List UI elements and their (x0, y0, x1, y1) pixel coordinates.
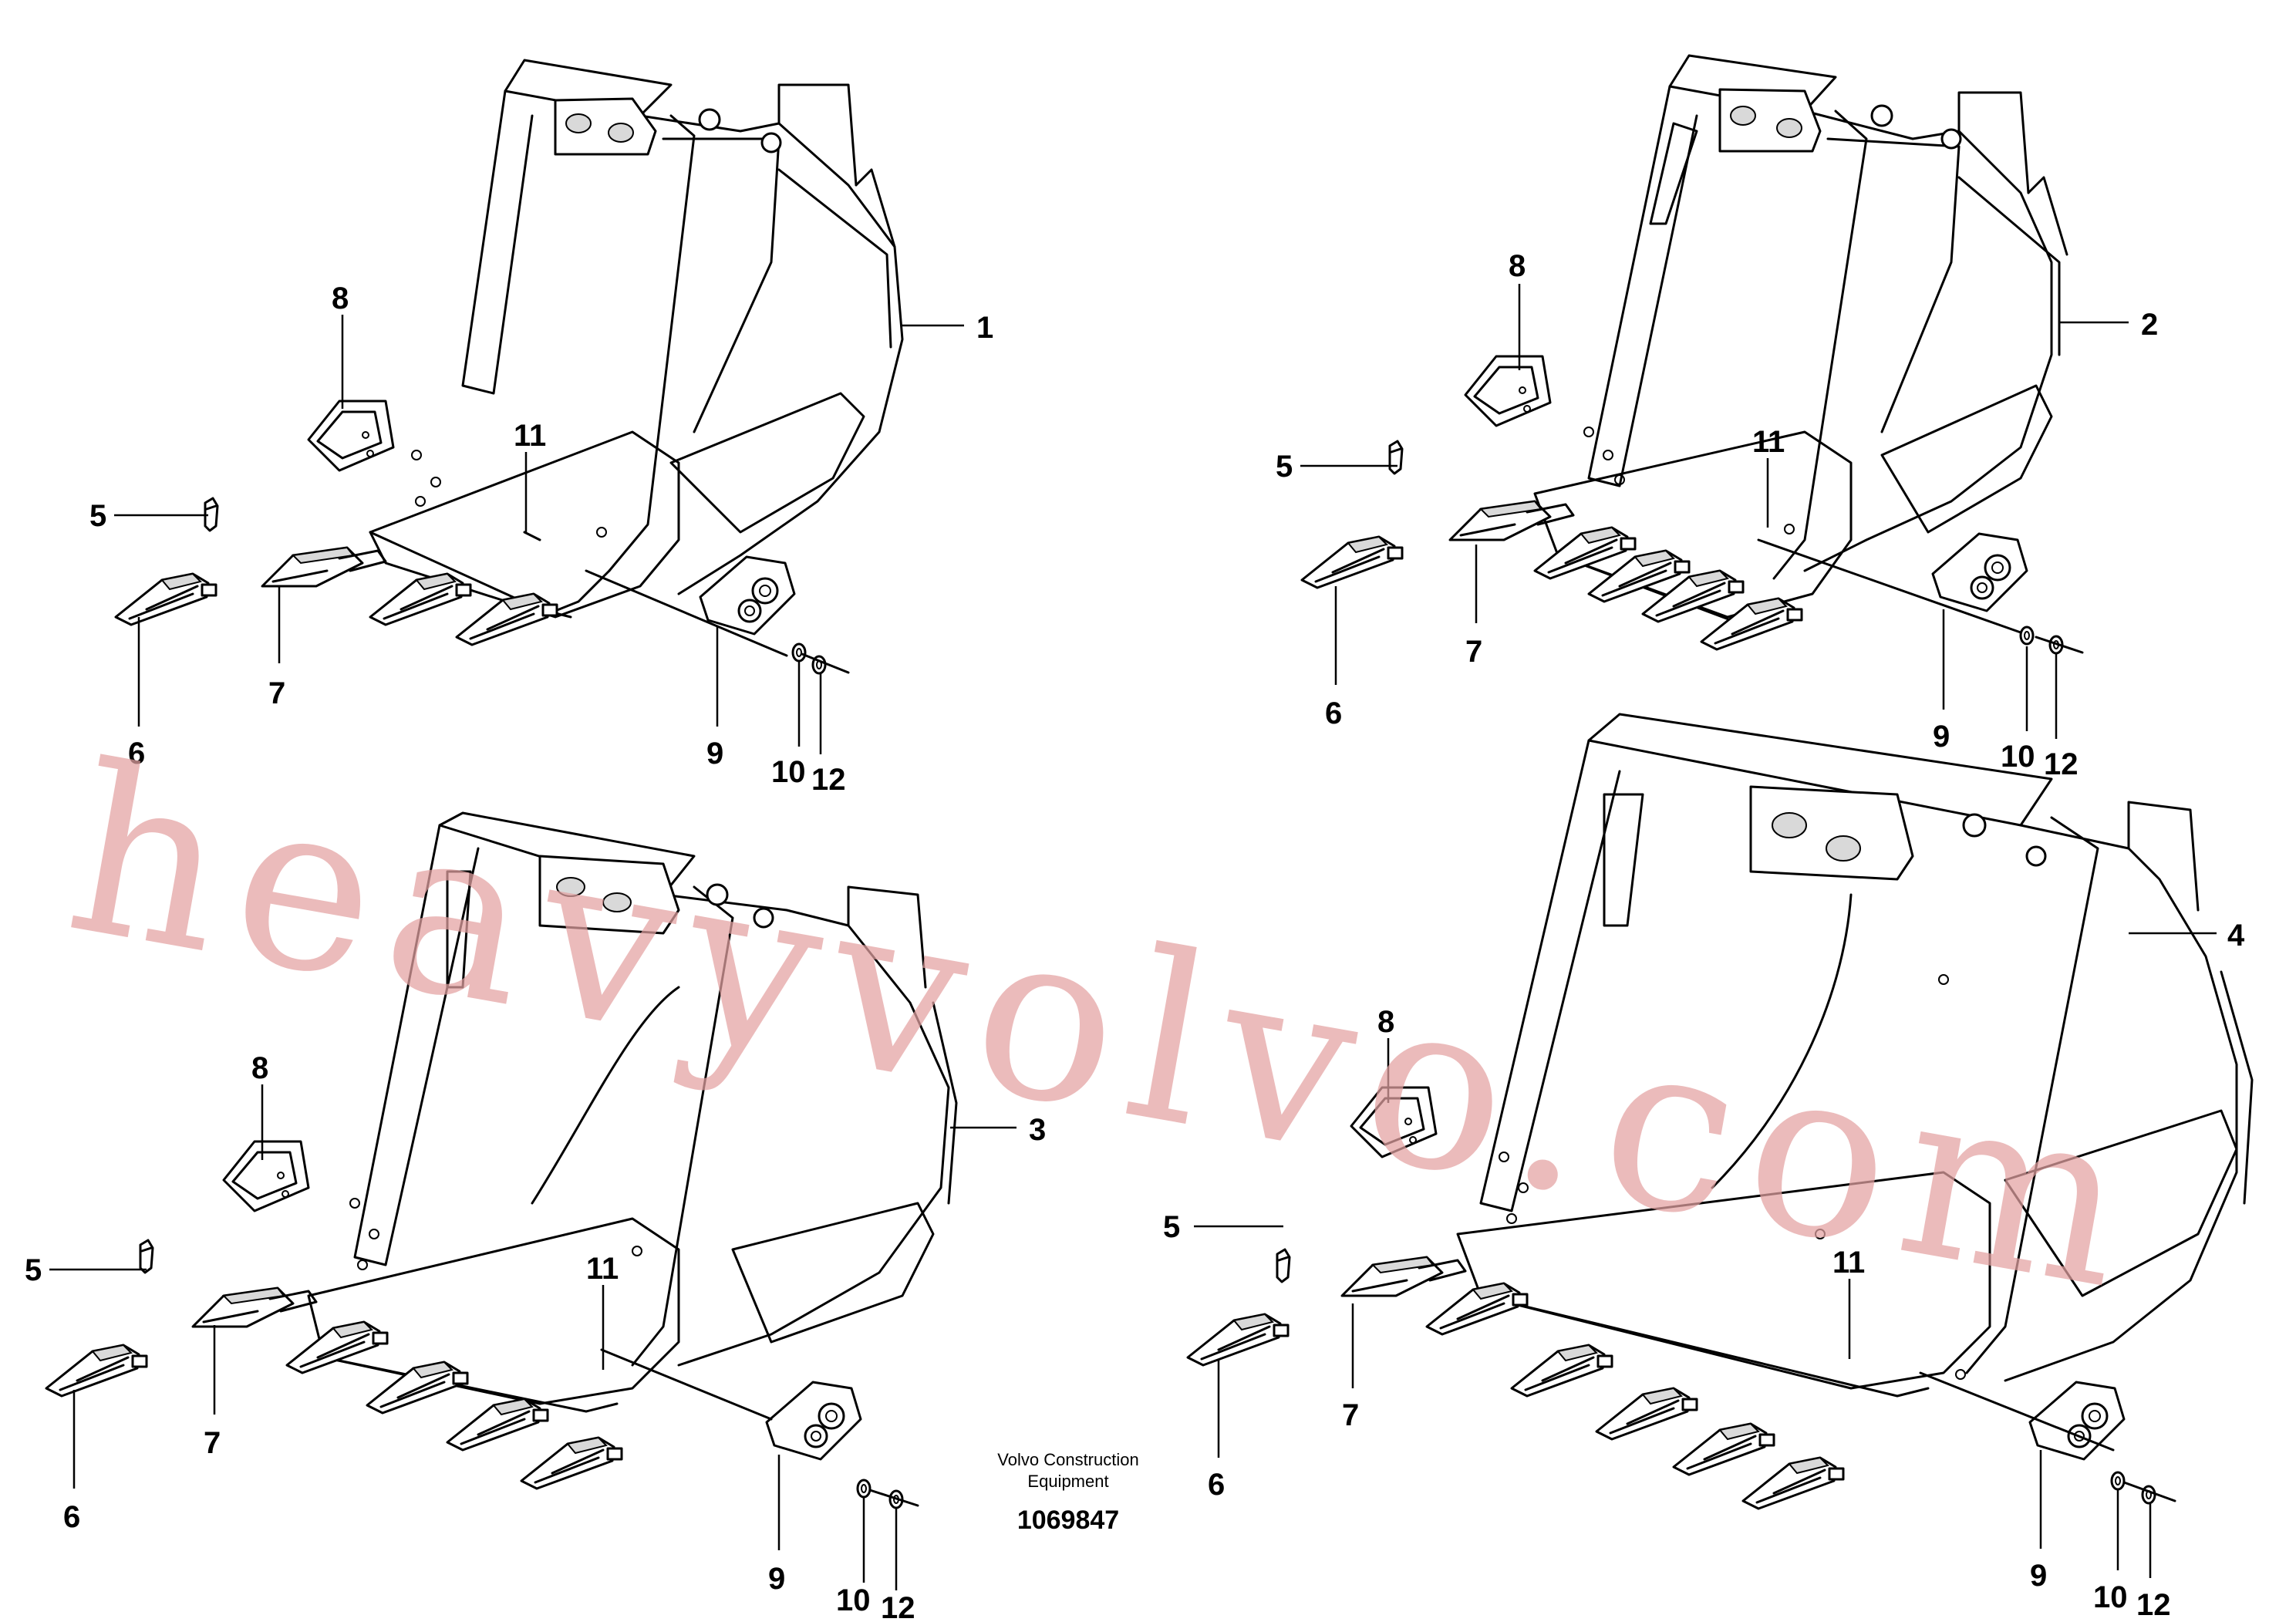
callout-10: 10 (2001, 740, 2035, 774)
callout-5: 5 (1163, 1210, 1180, 1244)
callout-11: 11 (1752, 425, 1785, 459)
callout-12: 12 (2136, 1588, 2171, 1622)
callout-10: 10 (771, 755, 806, 789)
callout-3: 3 (1029, 1113, 1046, 1147)
callout-7: 7 (204, 1426, 221, 1460)
callout-2: 2 (2141, 308, 2158, 342)
callouts-bucket-4: 4 8 11 5 6 7 9 10 12 (1163, 919, 2245, 1622)
caption-line-2: Equipment (1027, 1472, 1108, 1491)
caption-block: Volvo Construction Equipment 1069847 (997, 1450, 1138, 1535)
callout-9: 9 (768, 1562, 785, 1596)
callouts-bucket-3: 3 8 11 5 6 7 9 10 12 (25, 1051, 1046, 1622)
callout-10: 10 (836, 1583, 871, 1617)
callout-8: 8 (332, 282, 349, 315)
callout-5: 5 (25, 1253, 42, 1287)
callout-8: 8 (1377, 1005, 1394, 1039)
bucket-1 (114, 59, 904, 675)
bucket-3 (45, 811, 958, 1509)
callout-10: 10 (2093, 1580, 2128, 1614)
callouts-bucket-1: 1 8 11 5 6 7 9 10 12 (89, 282, 993, 797)
callout-8: 8 (1509, 249, 1526, 283)
callout-12: 12 (881, 1591, 915, 1622)
callout-1: 1 (976, 311, 993, 345)
callout-12: 12 (2044, 747, 2079, 781)
callouts-bucket-2: 2 8 11 5 6 7 9 10 12 (1276, 249, 2158, 781)
callout-6: 6 (63, 1500, 80, 1534)
callout-6: 6 (1208, 1468, 1225, 1502)
callout-7: 7 (268, 676, 285, 710)
callout-9: 9 (1933, 720, 1950, 754)
bucket-4 (1186, 713, 2254, 1510)
document-number: 1069847 (1017, 1506, 1119, 1535)
callout-11: 11 (1832, 1246, 1865, 1280)
callout-9: 9 (2030, 1559, 2047, 1593)
callout-6: 6 (128, 737, 145, 771)
callout-9: 9 (706, 737, 723, 771)
callout-4: 4 (2227, 919, 2245, 953)
callout-5: 5 (1276, 450, 1293, 484)
bucket-2 (1300, 54, 2084, 655)
callout-5: 5 (89, 499, 106, 533)
callout-7: 7 (1342, 1398, 1359, 1432)
callout-6: 6 (1325, 696, 1342, 730)
callout-8: 8 (251, 1051, 268, 1085)
callout-11: 11 (586, 1252, 619, 1286)
callout-11: 11 (514, 419, 546, 453)
caption-line-1: Volvo Construction (997, 1450, 1138, 1469)
callout-7: 7 (1465, 635, 1482, 669)
callout-12: 12 (811, 763, 846, 797)
